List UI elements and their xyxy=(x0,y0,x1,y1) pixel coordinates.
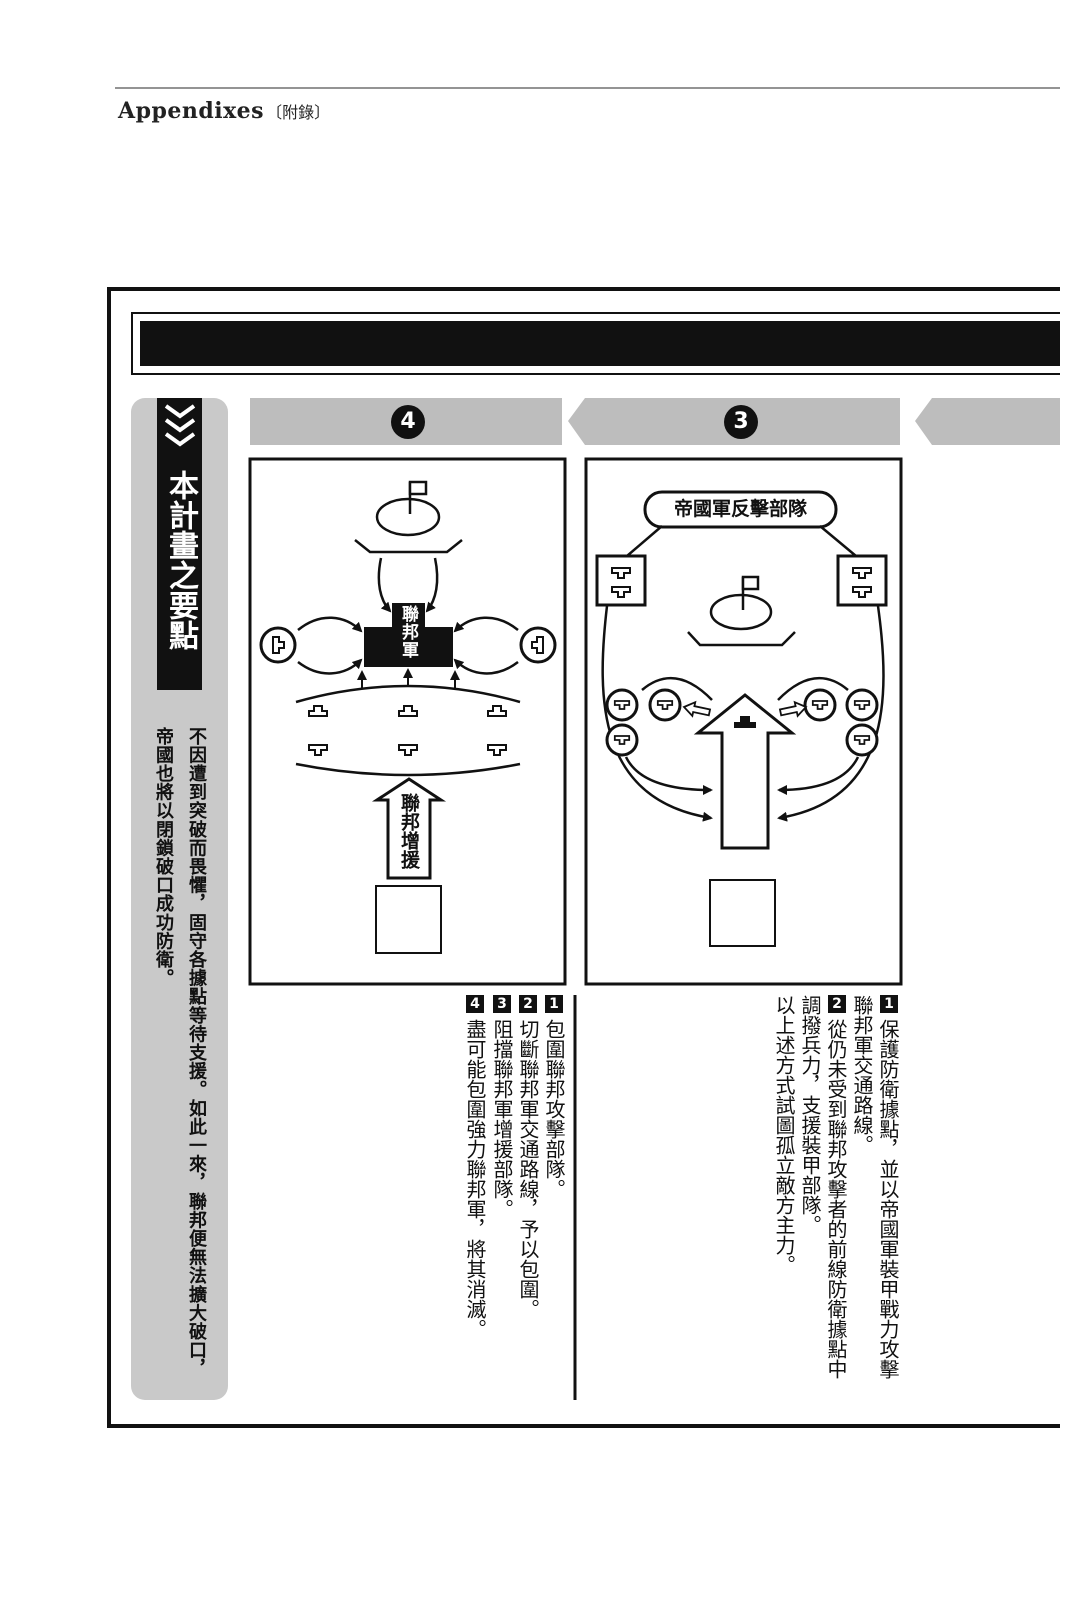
enemy-unit-circle xyxy=(259,626,297,664)
front-position-icon xyxy=(308,705,328,717)
step-number-badge-3 xyxy=(724,405,758,439)
defense-position-icon xyxy=(398,744,418,756)
objective-ellipse xyxy=(709,593,773,631)
note-text: 切斷聯邦軍交通路線，予以包圍。 xyxy=(516,1019,540,1319)
title-bar xyxy=(140,321,1060,366)
note-number-badge: 2 xyxy=(519,995,537,1013)
curved-arrow xyxy=(377,557,392,613)
page-header: Appendixes 〔附錄〕 xyxy=(118,98,330,124)
sidebar-title: 本計畫之要點 xyxy=(163,470,198,650)
enemy-unit-circle xyxy=(519,626,557,664)
curved-arrow xyxy=(297,616,363,633)
bubble-pointer xyxy=(819,525,857,557)
title-bar-outline xyxy=(131,312,1060,375)
front-line-arc xyxy=(295,684,521,704)
armor-unit-icon xyxy=(734,716,756,728)
triple-chevron-down-icon xyxy=(164,404,196,447)
note-text-continued: 調撥兵力，支援裝甲部隊。 xyxy=(798,995,822,1235)
defense-position-icon xyxy=(308,744,328,756)
federation-army-block xyxy=(364,603,453,667)
support-arc xyxy=(777,676,849,701)
curved-arrow xyxy=(425,557,439,613)
sidebar-text-line-1: 不因遭到突破而畏懼，固守各據點等待支援。如此一來，聯邦便無法擴大破口， xyxy=(186,727,207,1378)
armor-source-box xyxy=(709,879,776,947)
curved-arrow xyxy=(777,756,860,795)
federation-army-label: 聯邦軍 xyxy=(398,605,418,659)
small-hollow-arrow xyxy=(682,700,712,718)
step-banner-next xyxy=(915,398,1060,445)
note-number-badge: 1 xyxy=(880,995,898,1013)
reinforcement-arrow xyxy=(371,777,447,880)
imperial-counterattack-label: 帝國軍反擊部隊 xyxy=(673,498,807,520)
note-text: 盡可能包圍強力聯邦軍，將其消滅。 xyxy=(463,1019,487,1339)
flag-icon xyxy=(741,575,760,591)
note-number-badge: 2 xyxy=(828,995,846,1013)
defense-line-bracket xyxy=(687,631,796,647)
front-position-icon xyxy=(398,705,418,717)
chevron-shape xyxy=(164,418,196,433)
note-text: 保護防衛據點，並以帝國軍裝甲戰力攻擊 xyxy=(876,1019,900,1379)
sidebar-title-block xyxy=(157,398,202,690)
step-number-badge-4 xyxy=(391,405,425,439)
header-title: Appendixes xyxy=(118,98,265,124)
diagram-panel-4 xyxy=(248,457,567,986)
defense-position-icon xyxy=(487,744,507,756)
note-number-badge: 3 xyxy=(493,995,511,1013)
curved-arrow xyxy=(453,658,519,675)
flag-icon xyxy=(408,480,428,496)
note-number-badge: 4 xyxy=(466,995,484,1013)
unit-symbol-icon xyxy=(272,636,285,654)
unit-symbol-icon xyxy=(531,636,544,654)
curved-arrow xyxy=(297,658,363,675)
bubble-pointer xyxy=(626,525,663,557)
note-text-continued: 聯邦軍交通路線。 xyxy=(850,995,874,1155)
diagram-4 xyxy=(259,480,557,954)
federation-reinforcement-label: 聯邦增援 xyxy=(398,793,420,869)
armored-counterattack-arrow xyxy=(693,693,797,850)
counterattack-bubble xyxy=(643,490,838,529)
rear-line-arc xyxy=(295,762,521,777)
front-position-icon xyxy=(487,705,507,717)
step-number-3: 3 xyxy=(733,409,749,434)
sidebar-text-line-2: 帝國也將以閉鎖破口成功防衛。 xyxy=(153,727,174,988)
objective-ellipse xyxy=(375,497,441,537)
small-hollow-arrow xyxy=(778,700,808,718)
step-number-4: 4 xyxy=(400,409,416,434)
note-text: 阻擋聯邦軍增援部隊。 xyxy=(490,1019,514,1219)
main-frame xyxy=(107,287,1060,1428)
support-arc xyxy=(641,676,713,701)
reinforcement-source-box xyxy=(375,885,442,954)
curved-arrow xyxy=(453,616,519,633)
note-number-badge: 1 xyxy=(545,995,563,1013)
defense-line-bracket xyxy=(354,539,463,554)
note-text: 從仍未受到聯邦攻擊者的前線防衛據點中 xyxy=(824,1019,848,1379)
chevron-shape xyxy=(164,432,196,447)
diagram-3 xyxy=(595,490,888,947)
diagram-panel-3 xyxy=(584,457,903,986)
sidebar-panel xyxy=(131,398,228,1400)
chevron-shape xyxy=(164,404,196,419)
note-summary: 以上述方式試圖孤立敵方主力。 xyxy=(772,995,796,1275)
note-text: 包圍聯邦攻擊部隊。 xyxy=(542,1019,566,1199)
header-section: 〔附錄〕 xyxy=(266,103,331,122)
curved-arrow xyxy=(624,756,713,795)
